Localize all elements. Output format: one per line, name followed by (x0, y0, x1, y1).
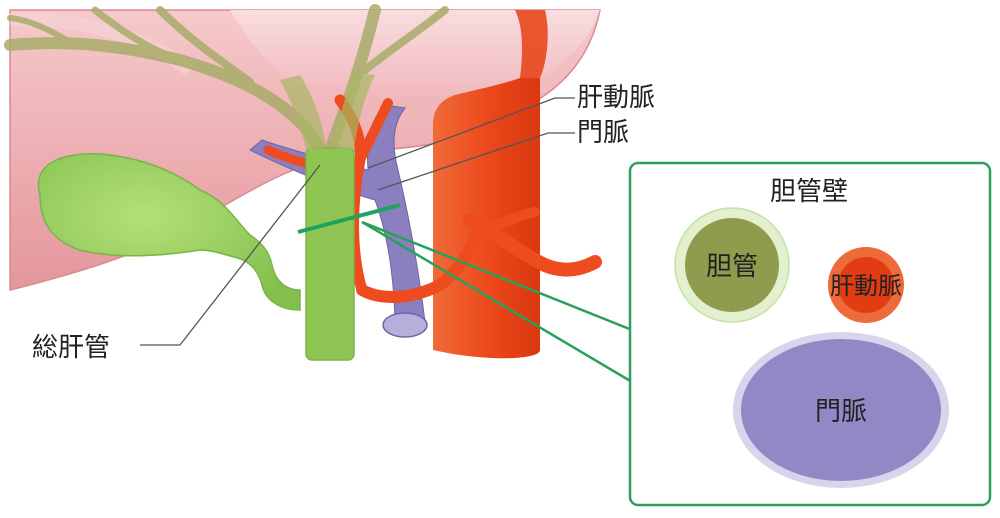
label-bile-duct-wall: 胆管壁 (770, 177, 848, 207)
label-common-hepatic-duct: 総肝管 (32, 333, 110, 363)
label-hepatic-artery: 肝動脈 (577, 83, 655, 113)
common-hepatic-duct (280, 72, 375, 361)
inset-label-portal-vein: 門脈 (815, 397, 867, 427)
label-portal-vein: 門脈 (577, 118, 629, 148)
gallbladder (37, 153, 301, 311)
section-line (297, 203, 401, 234)
inset-label-hepatic-artery: 肝動脈 (830, 272, 902, 300)
hepatic-artery-section: 肝動脈 (828, 247, 904, 323)
aorta (433, 10, 602, 359)
bile-duct-section: 胆管 (674, 207, 790, 323)
inset-label-bile-duct: 胆管 (706, 252, 758, 282)
inset-connector-lines (361, 220, 633, 384)
portal-vein-section: 門脈 (733, 332, 949, 488)
